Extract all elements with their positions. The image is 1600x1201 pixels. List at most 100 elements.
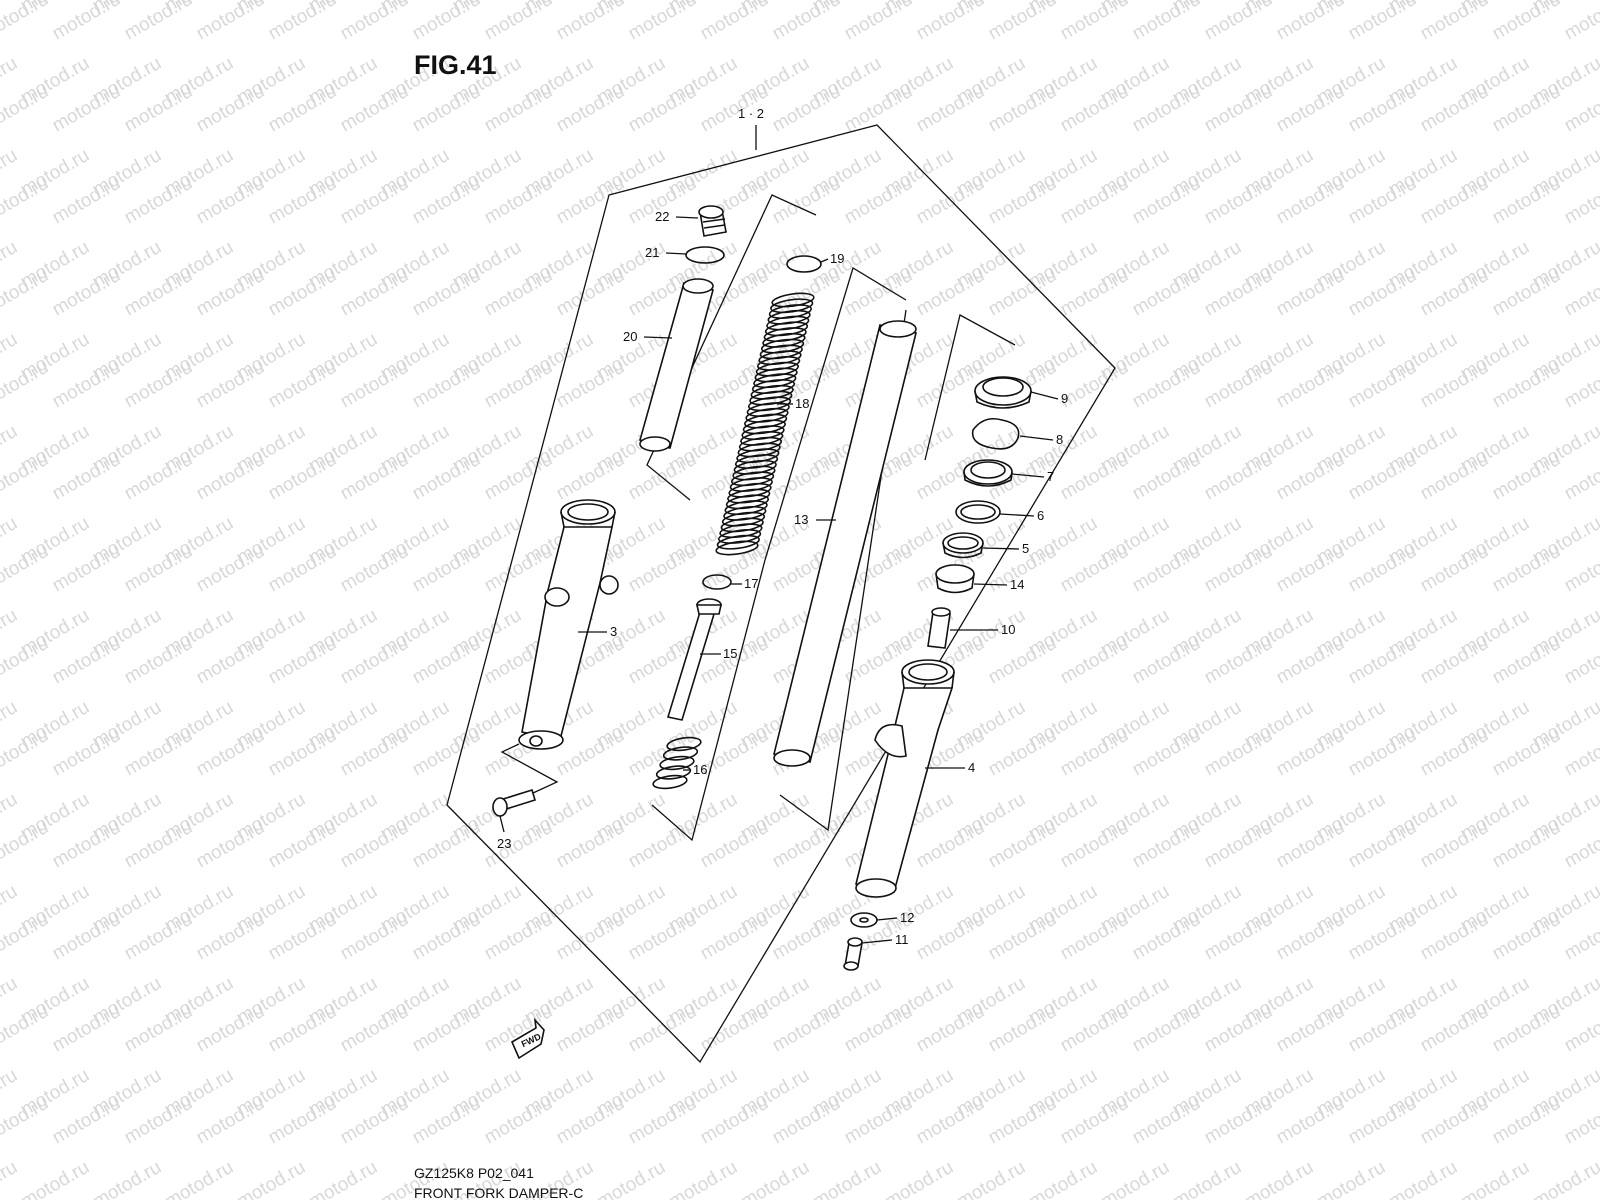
figure-subtitle: FRONT FORK DAMPER-C (414, 1185, 584, 1201)
spring-coil (733, 459, 777, 475)
callout-leader (499, 815, 505, 833)
callout-7: 7 (1047, 469, 1054, 484)
watermark-text: motod.ru (90, 1157, 165, 1200)
watermark-text: motod.ru (625, 0, 700, 45)
callout-5: 5 (1022, 541, 1029, 556)
seal-group-frame (924, 314, 1016, 461)
watermark-text: motod.ru (1314, 1157, 1389, 1200)
part-10-oil-lock-piece (927, 607, 951, 649)
inner-tube-frame-lower (779, 309, 907, 832)
spring-coil (719, 523, 763, 539)
spring-coil (753, 373, 797, 389)
spring-coil (728, 482, 772, 498)
part-20-spacer-tube (639, 278, 714, 452)
part-17-ring (702, 574, 732, 590)
part-18-fork-spring (715, 292, 815, 556)
part-13-inner-tube (773, 320, 917, 767)
spring-coil (732, 465, 776, 481)
callout-leader (876, 917, 898, 921)
part-7-oil-seal (963, 459, 1013, 487)
watermark-text: motod.ru (954, 1157, 1029, 1200)
watermark-text: motod.ru (337, 0, 412, 45)
part-9-dust-seal (974, 376, 1032, 409)
spring-coil (759, 344, 803, 360)
watermark-text: motod.ru (1026, 1157, 1101, 1200)
spring-coil (751, 379, 796, 394)
watermark-text: motod.ru (0, 357, 52, 413)
spring-coil (716, 534, 760, 550)
spring-coil (659, 755, 695, 771)
spring-coil (742, 419, 786, 435)
spring-coil (762, 332, 806, 348)
watermark-text: motod.ru (162, 1157, 237, 1200)
spring-coil (724, 500, 768, 516)
watermark-text: motod.ru (1345, 0, 1420, 45)
callout-15: 15 (723, 646, 737, 661)
callout-leader (1030, 391, 1059, 400)
part-15-damper-rod (666, 598, 722, 721)
callout-4: 4 (968, 760, 975, 775)
callout-leader (675, 216, 699, 219)
callout-3: 3 (610, 624, 617, 639)
watermark-text: motod.ru (0, 173, 52, 229)
watermark-text: motod.ru (769, 0, 844, 45)
watermark-text: motod.ru (18, 1157, 93, 1200)
part-19-o-ring (786, 255, 822, 273)
spring-coil (717, 529, 762, 544)
spring-group-frame-lower (651, 559, 766, 842)
bolt-23-leader-path (500, 743, 559, 794)
callout-leader (1011, 473, 1045, 478)
watermark-text: motod.ru (0, 1001, 52, 1057)
part-14-slide-bushing (935, 564, 975, 594)
spring-coil (740, 430, 784, 446)
spring-coil (749, 390, 793, 406)
watermark-text: motod.ru (306, 1157, 381, 1200)
spring-coil (757, 356, 801, 371)
part-4-outer-tube (855, 659, 955, 898)
watermark-text: motod.ru (1170, 1157, 1245, 1200)
spring-coil (727, 488, 771, 504)
spring-coil (741, 425, 785, 441)
watermark-text: motod.ru (0, 265, 52, 321)
callout-leader (982, 547, 1020, 550)
watermark-text: motod.ru (0, 81, 52, 137)
callout-leader (820, 258, 829, 263)
watermark-text: motod.ru (1458, 1157, 1533, 1200)
watermark-text: motod.ru (0, 1093, 52, 1149)
watermark-text: motod.ru (1129, 0, 1204, 45)
callout-23: 23 (497, 836, 511, 851)
assembly-label: 1 · 2 (738, 106, 764, 121)
watermark-text: motod.ru (0, 541, 52, 597)
fwd-arrow-icon: FWD (510, 1017, 545, 1060)
spring-coil (758, 350, 802, 366)
spring-coil (725, 494, 770, 510)
watermark-text: motod.ru (841, 0, 916, 45)
watermark-text: motod.ru (0, 633, 52, 689)
callout-14: 14 (1010, 577, 1024, 592)
spring-coil (754, 367, 798, 383)
callout-leader (665, 252, 687, 255)
watermark-text: motod.ru (594, 1157, 669, 1200)
watermark-text: motod.ru (0, 817, 52, 873)
callout-11: 11 (895, 932, 909, 947)
callout-leader (861, 939, 893, 944)
watermark-text: motod.ru (0, 0, 52, 45)
spring-coil (770, 298, 814, 314)
callout-8: 8 (1056, 432, 1063, 447)
watermark-text: motod.ru (985, 0, 1060, 45)
spring-coil (744, 413, 788, 429)
watermark-text: motod.ru (1098, 1157, 1173, 1200)
watermark-text: motod.ru (1201, 0, 1276, 45)
part-3-outer-tube (518, 499, 619, 750)
callout-16: 16 (693, 762, 707, 777)
callout-10: 10 (1001, 622, 1015, 637)
watermark-text: motod.ru (882, 1157, 957, 1200)
part-6-retainer (955, 500, 1001, 524)
spring-coil (747, 396, 792, 412)
spring-coil (731, 471, 775, 487)
spring-coil (745, 407, 789, 423)
part-22-cap-bolt (698, 205, 727, 237)
